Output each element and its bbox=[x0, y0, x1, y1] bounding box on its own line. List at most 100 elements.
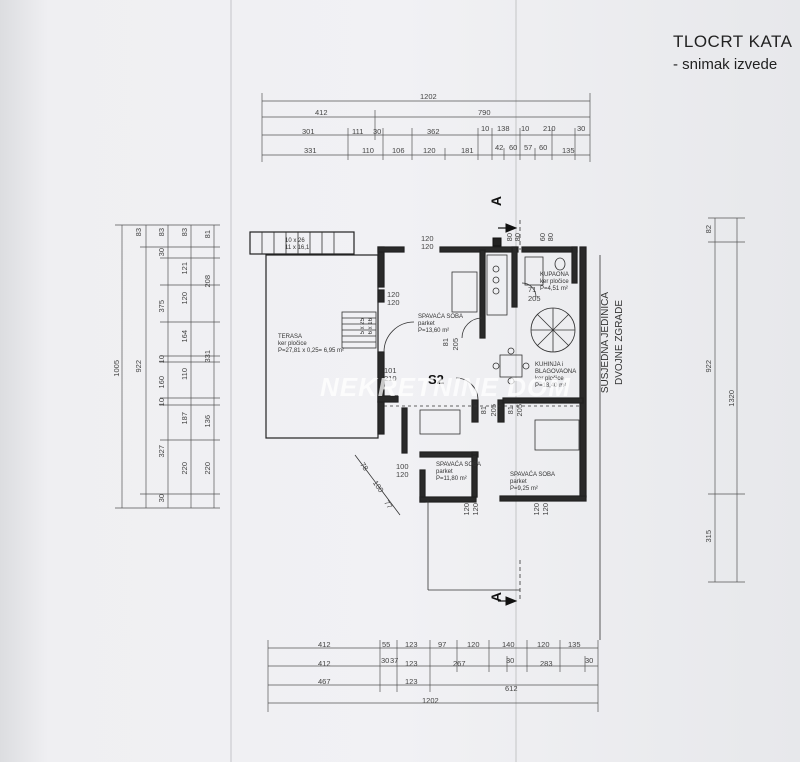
dim-top: 120 bbox=[423, 146, 436, 155]
stair-note-bottom-2: 6 x 16 bbox=[368, 318, 374, 335]
room-area: P=18,40 m² bbox=[535, 383, 567, 389]
side-note-line1: SUSJEDNA JEDINICA bbox=[600, 292, 611, 394]
room-floor: parket bbox=[418, 321, 435, 327]
watermark-logo: NEKRETNINE DOM bbox=[320, 372, 571, 402]
dim-left: 83 bbox=[157, 228, 166, 237]
dim-top: 362 bbox=[427, 127, 440, 136]
dim-bottom: 120 bbox=[467, 640, 480, 649]
section-marker-bottom: A bbox=[488, 592, 504, 603]
room-spavaca-3: SPAVAĆA SOBA parket P=9,25 m² bbox=[510, 472, 555, 493]
dim-top: 181 bbox=[461, 146, 474, 155]
room-name: KUPAONA bbox=[540, 272, 569, 278]
dim-bottom: 55 bbox=[382, 640, 391, 649]
opening-dim: 210 bbox=[384, 374, 397, 383]
opening-dim: 205 bbox=[489, 404, 498, 417]
dim-bottom: 30 bbox=[506, 656, 515, 665]
paper-fold bbox=[515, 0, 517, 762]
dim-bottom: 412 bbox=[318, 640, 331, 649]
room-name-2: BLAGOVAONA bbox=[535, 369, 577, 375]
opening-dim: 101 bbox=[384, 366, 397, 375]
dim-left: 83 bbox=[134, 228, 143, 237]
section-marker-top: A bbox=[488, 196, 504, 207]
room-spavaca-1: SPAVAĆA SOBA parket P=13,60 m² bbox=[418, 314, 463, 335]
dim-left: 10 bbox=[157, 398, 166, 407]
dim-top-total: 1202 bbox=[420, 92, 437, 101]
opening-dim: 81 bbox=[479, 406, 488, 415]
opening-dim: 120 bbox=[387, 298, 400, 307]
dim-left: 327 bbox=[157, 445, 166, 458]
room-area: P=4,51 m² bbox=[540, 286, 568, 292]
dim-top: 60 bbox=[539, 143, 548, 152]
room-floor: ker pločice bbox=[278, 341, 307, 347]
opening-dim: 120 bbox=[387, 290, 400, 299]
dim-left: 187 bbox=[180, 412, 189, 425]
dim-bottom: 467 bbox=[318, 677, 331, 686]
dim-top: 790 bbox=[478, 108, 491, 117]
room-name: TERASA bbox=[278, 334, 303, 340]
dim-bottom: 135 bbox=[568, 640, 581, 649]
dim-bottom: 37 bbox=[390, 656, 399, 665]
dim-left: 331 bbox=[203, 350, 212, 363]
dim-top: 301 bbox=[302, 127, 315, 136]
dim-top: 106 bbox=[392, 146, 405, 155]
room-floor: parket bbox=[510, 479, 527, 485]
dim-left: 110 bbox=[180, 368, 189, 380]
opening-dim: 80 bbox=[513, 233, 522, 242]
opening-dim: 205 bbox=[515, 404, 524, 417]
dim-bottom: 30 bbox=[585, 656, 594, 665]
room-area: P=13,60 m² bbox=[418, 328, 450, 334]
room-floor: ker pločice bbox=[540, 279, 569, 285]
dim-top: 57 bbox=[524, 143, 533, 152]
dim-left: 30 bbox=[157, 494, 166, 503]
room-spavaca-2: SPAVAĆA SOBA parket P=11,80 m² bbox=[436, 462, 481, 483]
room-kuhinja: KUHINJA i BLAGOVAONA ker pločice P=18,40… bbox=[535, 362, 576, 390]
dim-left: 220 bbox=[203, 462, 212, 475]
room-name: SPAVAĆA SOBA bbox=[418, 314, 464, 320]
dim-bottom: 412 bbox=[318, 659, 331, 668]
dim-top: 135 bbox=[562, 146, 575, 155]
dim-top: 138 bbox=[497, 124, 510, 133]
stair-note-top: 10 x 26 11 x 16,1 bbox=[285, 238, 310, 251]
dim-bottom: 123 bbox=[405, 640, 418, 649]
room-area: P=11,80 m² bbox=[436, 476, 467, 482]
room-name: SPAVAĆA SOBA bbox=[510, 472, 556, 478]
dim-right: 1320 bbox=[727, 390, 736, 407]
dim-bottom: 612 bbox=[505, 684, 518, 693]
dim-bottom-total: 1202 bbox=[422, 696, 439, 705]
drawing-subtitle: - snimak izvede bbox=[673, 56, 778, 73]
dim-bottom: 30 bbox=[381, 656, 390, 665]
dim-bottom: 123 bbox=[405, 659, 418, 668]
dim-left: 10 bbox=[157, 355, 166, 364]
dim-top: 30 bbox=[577, 124, 586, 133]
room-floor: parket bbox=[436, 469, 453, 475]
room-kupaona: KUPAONA ker pločice P=4,51 m² bbox=[540, 272, 569, 293]
room-terasa: TERASA ker pločice P=27,81 x 0,25= 6,95 … bbox=[278, 334, 344, 355]
opening-dim: 120 bbox=[421, 242, 434, 251]
room-name: SPAVAĆA SOBA bbox=[436, 462, 482, 468]
dim-top: 42 bbox=[495, 143, 504, 152]
dim-right: 315 bbox=[704, 530, 713, 543]
room-name: KUHINJA i bbox=[535, 362, 564, 368]
dim-left: 160 bbox=[157, 376, 166, 389]
room-area: P=9,25 m² bbox=[510, 486, 538, 492]
opening-dim: 81 bbox=[441, 338, 450, 347]
dim-left: 83 bbox=[180, 228, 189, 237]
drawing-title: TLOCRT KATA bbox=[673, 32, 793, 51]
dim-left: 375 bbox=[157, 300, 166, 313]
opening-dim: 120 bbox=[471, 503, 480, 516]
opening-dim: 205 bbox=[528, 294, 541, 303]
dim-top: 210 bbox=[543, 124, 556, 133]
dim-top: 10 bbox=[521, 124, 530, 133]
opening-dim: 120 bbox=[541, 503, 550, 516]
dim-bottom: 140 bbox=[502, 640, 515, 649]
dim-left: 220 bbox=[180, 462, 189, 475]
opening-dim: 120 bbox=[462, 503, 471, 516]
dim-bottom: 283 bbox=[540, 659, 553, 668]
dim-top: 111 bbox=[352, 127, 364, 136]
opening-dim: 80 bbox=[546, 233, 555, 242]
opening-dim: 81 bbox=[506, 406, 515, 415]
dim-right: 922 bbox=[704, 360, 713, 373]
dim-left: 81 bbox=[203, 230, 212, 239]
